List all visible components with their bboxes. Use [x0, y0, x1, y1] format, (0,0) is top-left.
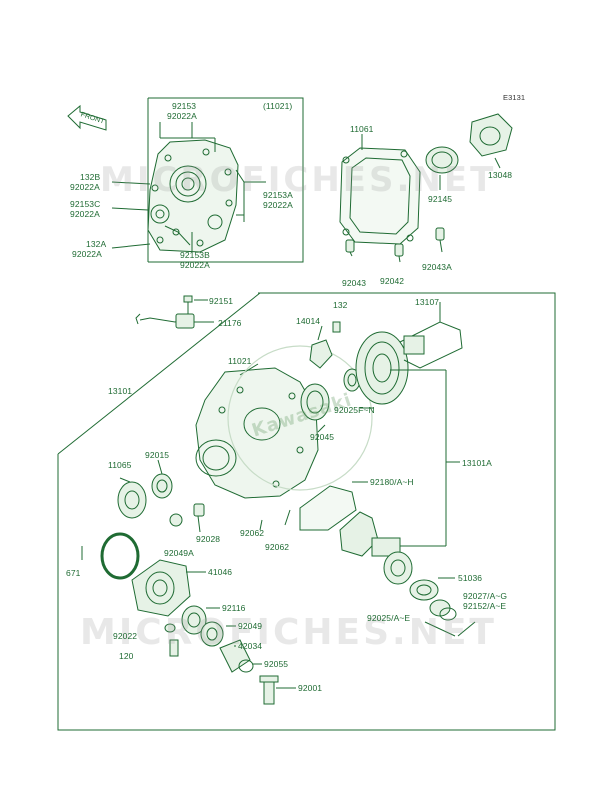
label-92153-top: 92153 — [172, 101, 197, 111]
housing-11021 — [195, 363, 319, 499]
label-13048: 13048 — [488, 170, 513, 180]
label-92022a-f: 92022A — [180, 260, 210, 270]
washer-51036 — [409, 577, 457, 621]
pinion-gear — [339, 511, 413, 585]
label-11021: 11021 — [228, 356, 252, 366]
label-92022a-b: 92022A — [70, 182, 100, 192]
label-92043: 92043 — [342, 278, 367, 288]
label-92055: 92055 — [264, 659, 289, 669]
leaders-right — [186, 407, 374, 665]
gasket-92180 — [299, 481, 368, 531]
logo-kawasaki — [227, 345, 373, 491]
label-132a: 132A — [86, 239, 107, 249]
ring-gear-13107 — [355, 302, 463, 405]
label-132b: 132B — [80, 172, 101, 182]
watermark-top: MICROFICHES.NET — [100, 160, 497, 200]
label-11065: 11065 — [108, 460, 132, 470]
label-14014: 14014 — [296, 316, 321, 326]
label-92015: 92015 — [145, 450, 170, 460]
label-92022a-e: 92022A — [263, 200, 293, 210]
diagram-code: E3131 — [503, 93, 526, 102]
bearing-11065 — [117, 477, 147, 519]
label-92153b: 92153B — [180, 250, 210, 260]
label-13107: 13107 — [415, 297, 440, 307]
cap-41046 — [131, 559, 191, 617]
label-92001: 92001 — [298, 683, 323, 693]
label-92042: 92042 — [380, 276, 405, 286]
label-41046: 41046 — [208, 567, 233, 577]
label-92180: 92180/A~H — [370, 477, 414, 487]
watermark-bottom: MICROFICHES.NET — [80, 612, 497, 653]
label-42034: 42034 — [238, 641, 263, 651]
seal-92015 — [151, 459, 173, 499]
pins — [345, 227, 445, 263]
label-92049a: 92049A — [164, 548, 194, 558]
label-13101a: 13101A — [462, 458, 492, 468]
gasket-11061 — [339, 134, 421, 245]
label-13101: 13101 — [108, 386, 133, 396]
bolts — [164, 623, 296, 705]
label-92153c: 92153C — [70, 199, 101, 209]
label-11021-paren: (11021) — [263, 101, 293, 111]
label-92022: 92022 — [113, 631, 138, 641]
cover-part — [147, 139, 239, 253]
label-92022a-top: 92022A — [167, 111, 197, 121]
oring-671 — [81, 532, 140, 580]
label-21176: 21176 — [218, 318, 242, 328]
label-92116: 92116 — [222, 603, 246, 613]
label-92022a-c: 92022A — [70, 209, 100, 219]
label-92027: 92027/A~G — [463, 591, 508, 601]
label-120: 120 — [119, 651, 134, 661]
label-92145: 92145 — [428, 194, 453, 204]
label-11061: 11061 — [350, 124, 374, 134]
label-92062b: 92062 — [265, 542, 290, 552]
label-92025ae: 92025/A~E — [367, 613, 411, 623]
label-92152: 92152/A~E — [463, 601, 507, 611]
label-92151: 92151 — [209, 296, 234, 306]
rings-stack — [181, 605, 254, 673]
label-132: 132 — [333, 300, 348, 310]
label-92045: 92045 — [310, 432, 335, 442]
label-92022a-d: 92022A — [72, 249, 102, 259]
label-92043a: 92043A — [422, 262, 452, 272]
label-92153a: 92153A — [263, 190, 293, 200]
label-92028: 92028 — [196, 534, 221, 544]
inset-box-cover — [147, 97, 304, 263]
seal-92145 — [425, 146, 459, 190]
label-51036: 51036 — [458, 573, 483, 583]
label-92062a: 92062 — [240, 528, 265, 538]
label-671: 671 — [66, 568, 81, 578]
collar-92028 — [169, 503, 205, 533]
joint-13048 — [469, 113, 513, 169]
label-92049: 92049 — [238, 621, 263, 631]
label-92025fn: 92025F~N — [334, 405, 375, 415]
leaders-inset — [111, 122, 266, 252]
leader-92025ae — [424, 621, 476, 637]
main-assembly-box — [57, 292, 556, 731]
bearing-92045 — [300, 368, 361, 433]
front-arrow-icon: FRONT — [66, 104, 110, 134]
bracket-14014 — [309, 321, 341, 369]
sensor-21176 — [135, 295, 214, 329]
